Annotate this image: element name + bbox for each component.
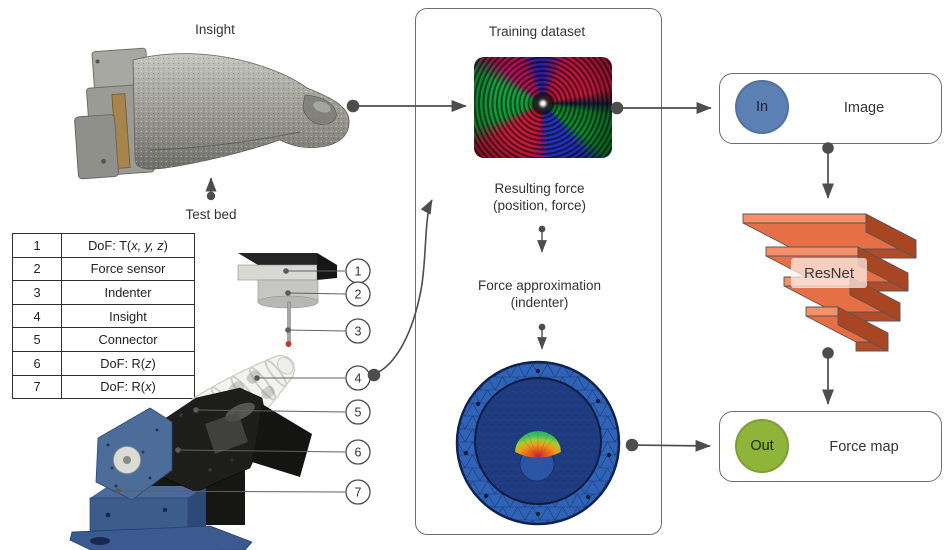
sensor-cone-body: [132, 53, 350, 170]
part-number: 5: [12, 327, 62, 352]
base-plate: [69, 525, 253, 550]
resnet-layer-1: [742, 213, 917, 259]
callout-1: 1: [355, 265, 362, 279]
base-block: [89, 486, 206, 543]
test-bed-label: Test bed: [185, 207, 237, 222]
rotation-clamp: [151, 387, 312, 493]
sensor-camera-image: [474, 57, 612, 158]
part-number: 2: [12, 256, 62, 282]
mounting-bracket: [74, 47, 155, 180]
part-label: Force sensor: [61, 256, 195, 282]
junction-dot: [367, 368, 381, 382]
callout-circles: 1 2 3 4 5 6 7: [345, 258, 371, 505]
in-node: In: [735, 80, 789, 134]
insight-photo-label: Insight: [195, 22, 235, 37]
callout-7: 7: [355, 486, 362, 500]
force-approximation-line2: (indenter): [510, 295, 569, 310]
insight-photo: [74, 47, 350, 180]
test-cone: [190, 355, 295, 449]
base-column: [140, 440, 245, 525]
force-sensor-cylinder: [257, 279, 319, 309]
resnet-layer-4: [805, 306, 889, 352]
training-dataset-title: Training dataset: [488, 24, 586, 39]
resulting-force-line1: Resulting force: [494, 181, 585, 196]
part-label: DoF: R(z): [61, 350, 195, 376]
out-node-label: Out: [750, 438, 774, 454]
part-number: 3: [12, 280, 62, 305]
cone-tip-notch: [302, 94, 337, 125]
out-node: Out: [735, 419, 789, 473]
part-number: 1: [12, 233, 62, 258]
callout-4: 4: [355, 372, 362, 386]
in-node-label: In: [755, 99, 769, 115]
part-number: 4: [12, 303, 62, 329]
part-label: Indenter: [61, 280, 195, 305]
resulting-force-label: Resulting force (position, force): [442, 180, 637, 214]
tilt-bracket: [95, 407, 173, 501]
junction-dot: [346, 99, 360, 113]
dof-translation-stage: [237, 253, 337, 281]
part-label: Insight: [61, 303, 195, 329]
part-label: Connector: [61, 327, 195, 352]
callout-2: 2: [355, 288, 362, 302]
resnet-label: ResNet: [791, 258, 867, 288]
callout-3: 3: [355, 325, 362, 339]
indenter-rod: [285, 301, 292, 347]
part-label: DoF: T(x, y, z): [61, 233, 195, 258]
junction-dot: [822, 347, 834, 359]
callout-5: 5: [355, 406, 362, 420]
force-map-box-label: Force map: [829, 439, 899, 455]
resulting-force-line2: (position, force): [492, 198, 587, 213]
connector-rings: [172, 405, 223, 464]
part-number: 7: [12, 374, 62, 400]
force-approximation-line1: Force approximation: [477, 278, 602, 293]
part-label: DoF: R(x): [61, 374, 195, 400]
force-approximation-label: Force approximation (indenter): [442, 277, 637, 311]
junction-dot: [206, 191, 216, 201]
callout-6: 6: [355, 446, 362, 460]
image-box-label: Image: [843, 100, 885, 116]
part-number: 6: [12, 350, 62, 376]
